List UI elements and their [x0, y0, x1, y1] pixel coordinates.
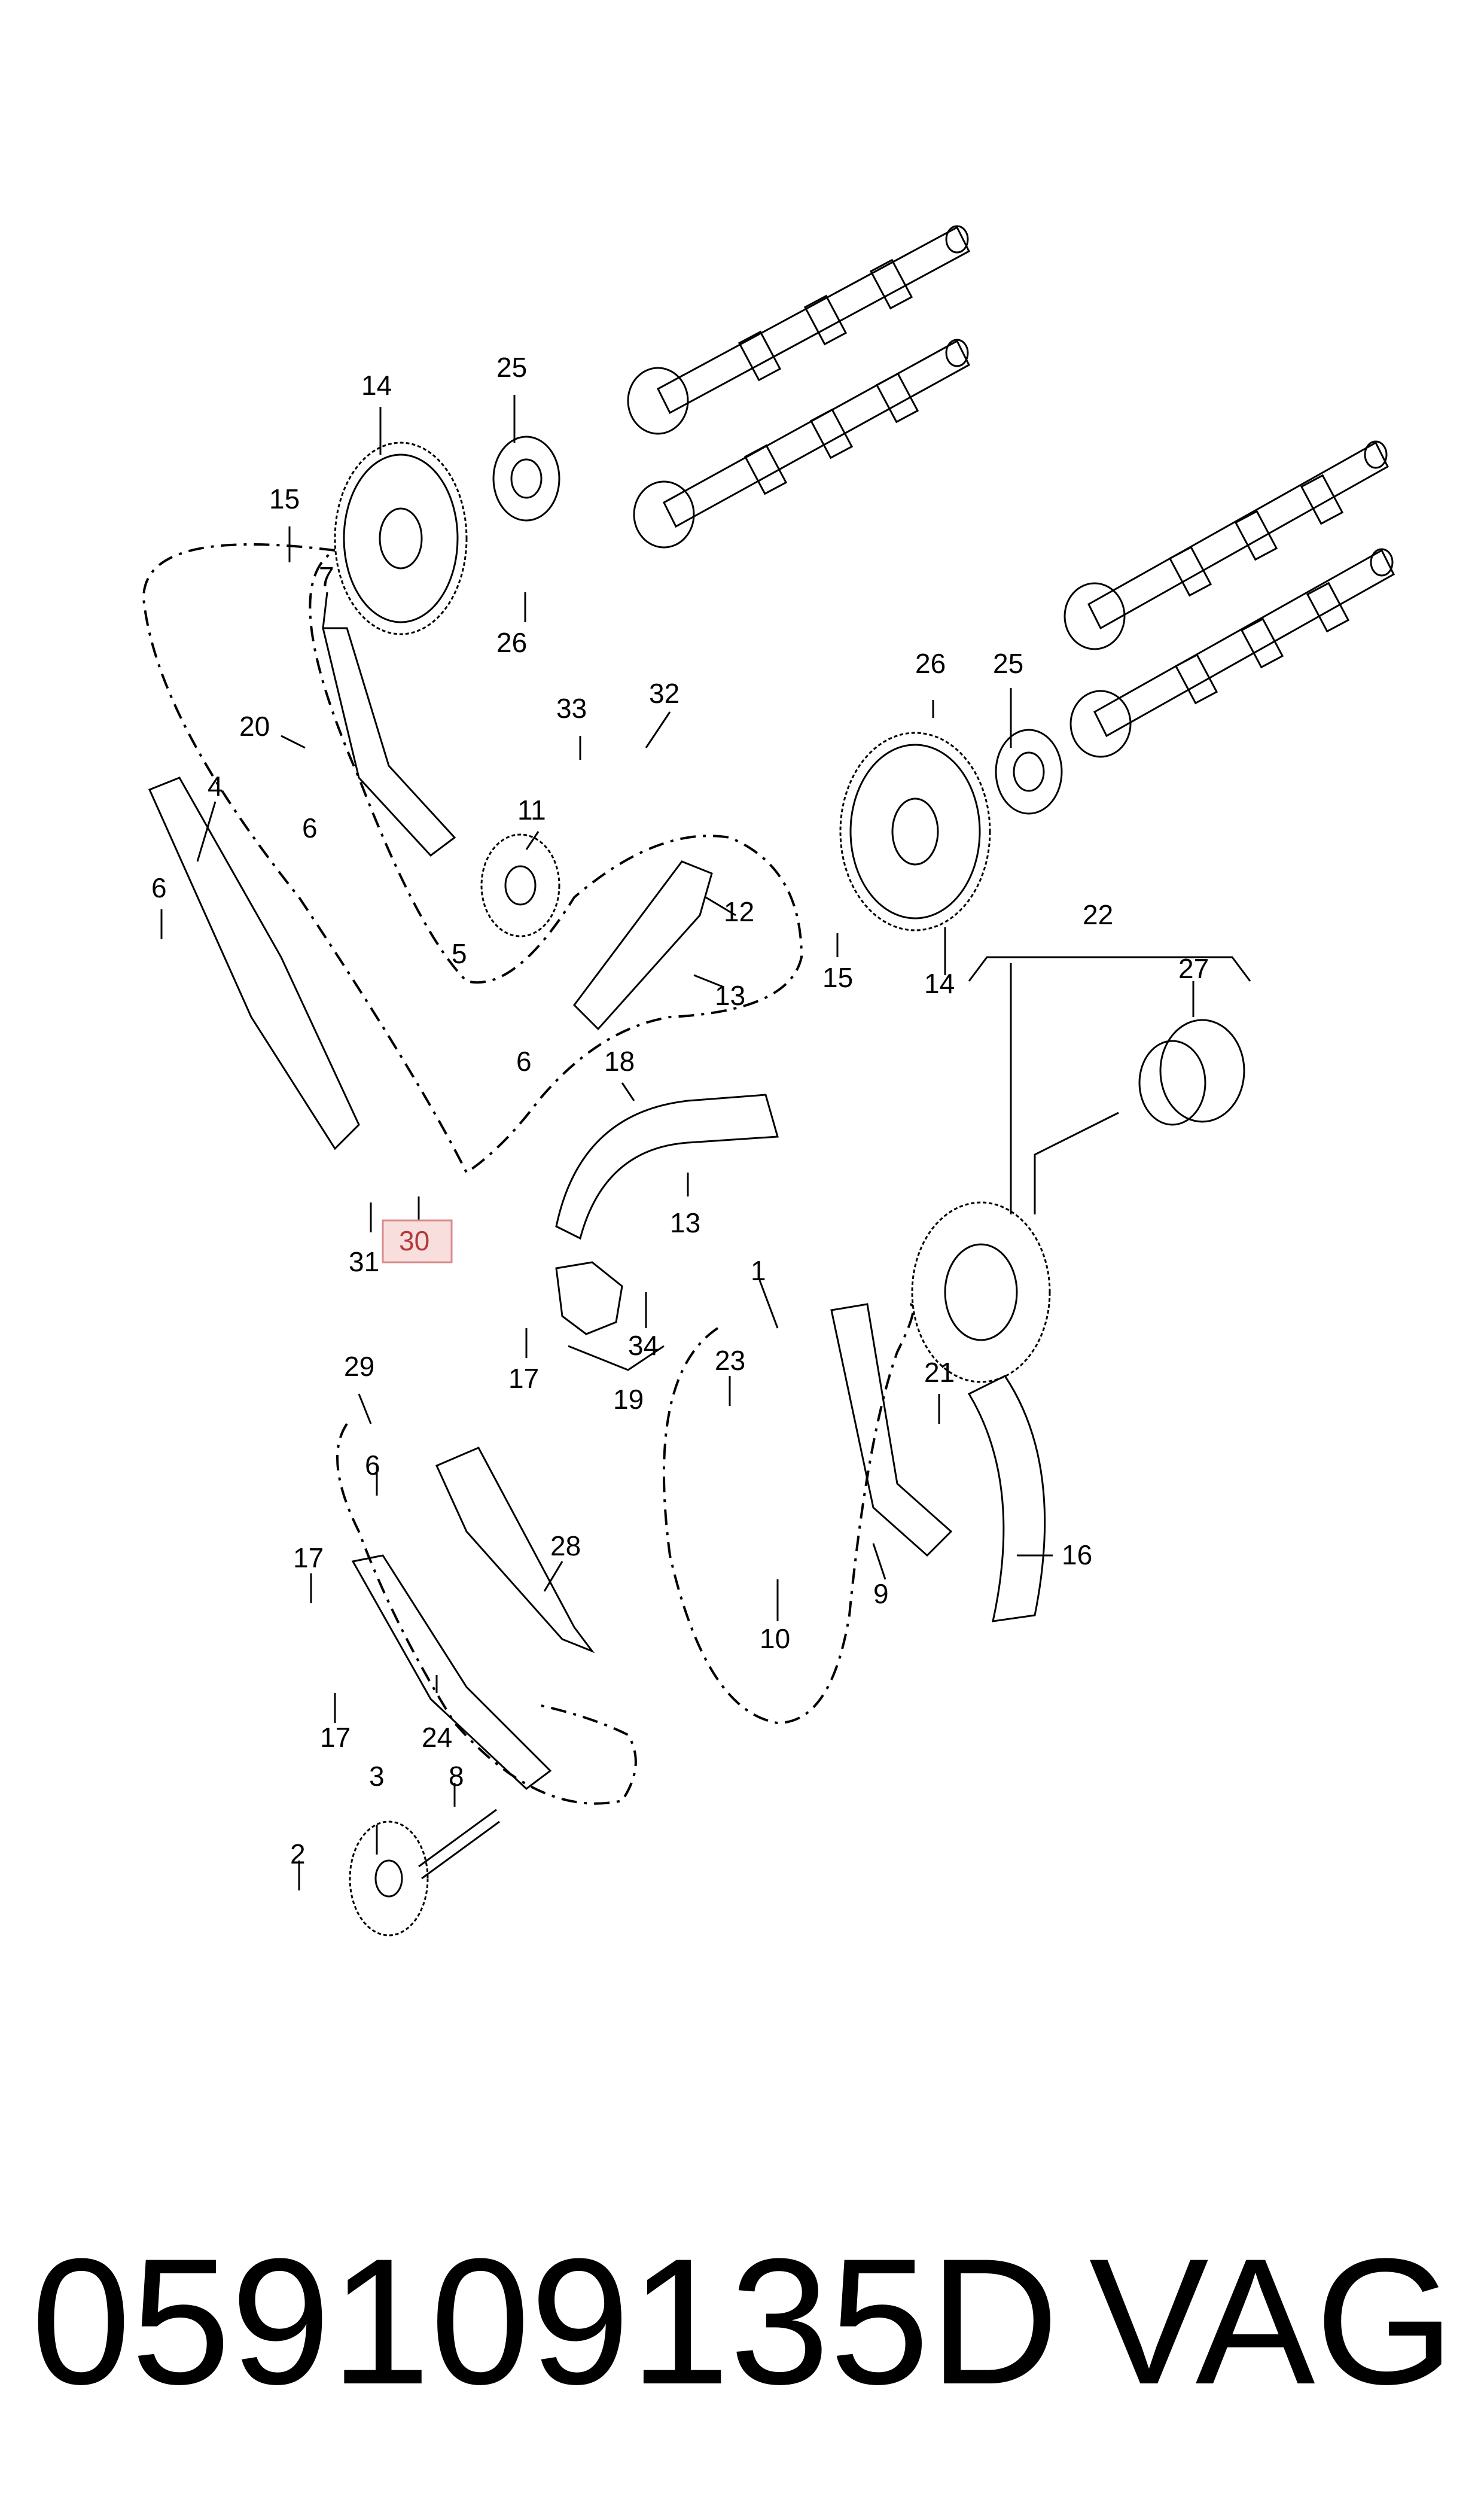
- callout-26-top: 26: [496, 627, 527, 658]
- gear-sleeve: [1138, 1019, 1245, 1126]
- guide-rail-12: [573, 860, 713, 1031]
- callout-13-b: 13: [670, 1207, 700, 1238]
- callout-34: 34: [628, 1330, 659, 1361]
- adjuster-hub-left: [492, 436, 560, 522]
- tensioner-rail-left: [148, 777, 360, 1150]
- camshaft-upper-left-1: [627, 225, 970, 435]
- callout-11: 11: [517, 794, 546, 826]
- callout-14-top: 14: [361, 370, 392, 401]
- guide-rail-18: [555, 1094, 779, 1240]
- chain-tensioner-19: [555, 1261, 623, 1335]
- chain-oil-pump: [336, 1423, 637, 1805]
- callout-6-a: 6: [302, 812, 318, 844]
- callout-30-highlighted: 30: [399, 1225, 429, 1256]
- highlight-box-30: [382, 1219, 453, 1263]
- chain-upper-left: [142, 543, 803, 1174]
- footer-caption: 059109135D VAG: [31, 2213, 1455, 2429]
- callout-2: 2: [290, 1838, 306, 1870]
- idler-sprocket: [480, 833, 560, 937]
- callout-22: 22: [1083, 899, 1113, 930]
- callout-7: 7: [319, 561, 334, 592]
- guide-rail-28: [435, 1447, 595, 1654]
- callout-25-top: 25: [496, 352, 527, 383]
- leader-lines: [160, 395, 1194, 1890]
- callout-1: 1: [751, 1255, 766, 1286]
- callout-17-c: 17: [320, 1722, 351, 1753]
- callout-6-c: 6: [516, 1046, 532, 1077]
- part-number: 059109135D: [31, 2221, 1059, 2422]
- callout-21: 21: [924, 1357, 955, 1388]
- callout-17-b: 17: [293, 1542, 324, 1573]
- oil-pump-sprocket: [349, 1820, 429, 1937]
- guide-rail-7: [322, 627, 456, 857]
- callout-3: 3: [369, 1761, 385, 1792]
- callout-25-right: 25: [993, 648, 1023, 679]
- tensioner-rail-16: [967, 1375, 1046, 1622]
- callout-13-a: 13: [715, 980, 745, 1011]
- callout-18: 18: [604, 1046, 635, 1077]
- callout-8: 8: [449, 1761, 464, 1792]
- callout-23: 23: [715, 1345, 745, 1376]
- callout-17-a: 17: [508, 1363, 539, 1394]
- brand-name: VAG: [1089, 2221, 1455, 2422]
- callout-20: 20: [239, 711, 270, 742]
- callout-24: 24: [422, 1722, 452, 1753]
- callout-19: 19: [613, 1384, 644, 1415]
- callout-labels: 14 25 15 7 26 33 32 20 4 6 11 6 5 12 13 …: [151, 352, 1209, 1870]
- guide-rail-9: [830, 1303, 953, 1557]
- chain-lower-right: [663, 1303, 915, 1725]
- callout-28: 28: [550, 1530, 581, 1561]
- spring: [418, 1808, 500, 1880]
- callout-31: 31: [349, 1246, 379, 1277]
- camshaft-upper-left-2: [633, 339, 970, 549]
- callout-6-b: 6: [151, 872, 167, 903]
- callout-9: 9: [873, 1578, 889, 1609]
- callout-29: 29: [344, 1351, 374, 1382]
- callout-5: 5: [452, 938, 467, 969]
- callout-33: 33: [556, 693, 587, 724]
- callout-27: 27: [1178, 953, 1209, 984]
- callout-26-right: 26: [915, 648, 946, 679]
- camshaft-sprocket-left: [334, 442, 468, 635]
- camshaft-right-2: [1069, 548, 1395, 758]
- callout-12: 12: [724, 896, 754, 927]
- callout-15-right: 15: [822, 962, 853, 993]
- adjuster-hub-right: [995, 729, 1063, 815]
- bracket-22: [968, 956, 1251, 982]
- callout-16: 16: [1062, 1539, 1092, 1570]
- callout-32: 32: [649, 678, 679, 709]
- callout-14-right: 14: [924, 968, 955, 999]
- callout-15-top: 15: [269, 483, 300, 514]
- callout-4: 4: [208, 771, 223, 802]
- crankshaft-sprocket: [911, 1201, 1051, 1383]
- camshaft-sprocket-right: [839, 732, 991, 931]
- callout-10: 10: [760, 1623, 790, 1654]
- callout-6-d: 6: [365, 1450, 380, 1481]
- camshaft-right-1: [1064, 440, 1389, 650]
- tensioner-rail-24: [351, 1554, 552, 1790]
